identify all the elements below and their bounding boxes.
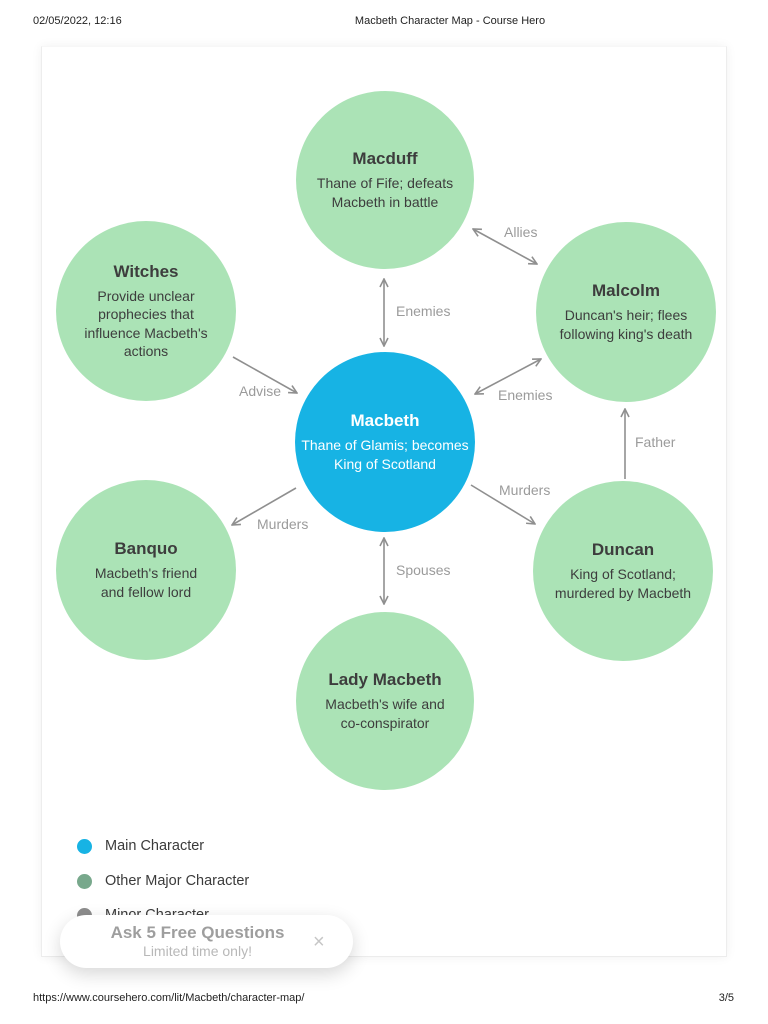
promo-toast-text: Ask 5 Free Questions Limited time only! bbox=[60, 923, 313, 961]
print-footer-page-number: 3/5 bbox=[718, 992, 734, 1004]
edge-label-enemies-malcolm: Enemies bbox=[498, 387, 553, 403]
page-card: Macduff Thane of Fife; defeats Macbeth i… bbox=[41, 46, 727, 957]
arrow-advise bbox=[232, 356, 297, 393]
print-footer-url: https://www.coursehero.com/lit/Macbeth/c… bbox=[33, 992, 305, 1004]
edge-label-murders-duncan: Murders bbox=[499, 482, 551, 498]
node-banquo-name: Banquo bbox=[114, 539, 178, 559]
node-duncan: Duncan King of Scotland; murdered by Mac… bbox=[533, 481, 713, 661]
edge-label-allies: Allies bbox=[504, 224, 538, 240]
node-macbeth-desc: Thane of Glamis; becomes King of Scotlan… bbox=[301, 437, 469, 472]
edge-label-spouses: Spouses bbox=[396, 562, 451, 578]
arrow-murders-banquo bbox=[232, 487, 297, 525]
node-macduff-desc: Thane of Fife; defeats Macbeth in battle bbox=[316, 175, 454, 210]
close-icon[interactable]: × bbox=[313, 930, 325, 953]
node-duncan-name: Duncan bbox=[591, 540, 655, 560]
node-lady-macbeth: Lady Macbeth Macbeth's wife and co-consp… bbox=[296, 612, 474, 790]
legend-item-main-character: Main Character bbox=[77, 838, 204, 854]
legend-dot-other-major-character-icon bbox=[77, 873, 92, 889]
legend-dot-main-character-icon bbox=[77, 838, 92, 854]
node-malcolm-desc: Duncan's heir; flees following king's de… bbox=[559, 307, 693, 342]
node-macbeth-name: Macbeth bbox=[350, 411, 420, 431]
arrow-allies bbox=[473, 229, 537, 264]
edge-label-father: Father bbox=[635, 434, 676, 450]
node-lady-macbeth-desc: Macbeth's wife and co-conspirator bbox=[325, 696, 445, 731]
node-macduff-name: Macduff bbox=[352, 149, 418, 169]
legend-label-main-character: Main Character bbox=[105, 838, 205, 854]
promo-toast-title: Ask 5 Free Questions bbox=[110, 922, 285, 942]
print-title: Macbeth Character Map - Course Hero bbox=[354, 15, 546, 27]
node-witches-desc: Provide unclear prophecies that influenc… bbox=[84, 288, 208, 359]
arrow-murders-duncan bbox=[470, 484, 535, 524]
promo-toast-subtitle: Limited time only! bbox=[143, 942, 252, 959]
legend-label-other-major-character: Other Major Character bbox=[105, 873, 250, 889]
node-witches-name: Witches bbox=[113, 262, 179, 282]
node-malcolm: Malcolm Duncan's heir; flees following k… bbox=[536, 222, 716, 402]
node-banquo: Banquo Macbeth's friend and fellow lord bbox=[56, 480, 236, 660]
node-lady-macbeth-name: Lady Macbeth bbox=[328, 670, 442, 690]
relationship-arrows bbox=[42, 47, 728, 958]
edge-label-murders-banquo: Murders bbox=[257, 516, 309, 532]
node-witches: Witches Provide unclear prophecies that … bbox=[56, 221, 236, 401]
edge-label-advise: Advise bbox=[239, 383, 282, 399]
arrow-enemies-malcolm bbox=[475, 359, 541, 394]
node-malcolm-name: Malcolm bbox=[591, 281, 661, 301]
edge-label-enemies-macduff: Enemies bbox=[396, 303, 451, 319]
node-macduff: Macduff Thane of Fife; defeats Macbeth i… bbox=[296, 91, 474, 269]
promo-toast: Ask 5 Free Questions Limited time only! … bbox=[60, 915, 353, 968]
print-datetime: 02/05/2022, 12:16 bbox=[33, 15, 122, 27]
node-banquo-desc: Macbeth's friend and fellow lord bbox=[94, 565, 198, 600]
node-duncan-desc: King of Scotland; murdered by Macbeth bbox=[554, 566, 692, 601]
legend-item-other-major-character: Other Major Character bbox=[77, 873, 249, 889]
node-macbeth: Macbeth Thane of Glamis; becomes King of… bbox=[295, 352, 475, 532]
